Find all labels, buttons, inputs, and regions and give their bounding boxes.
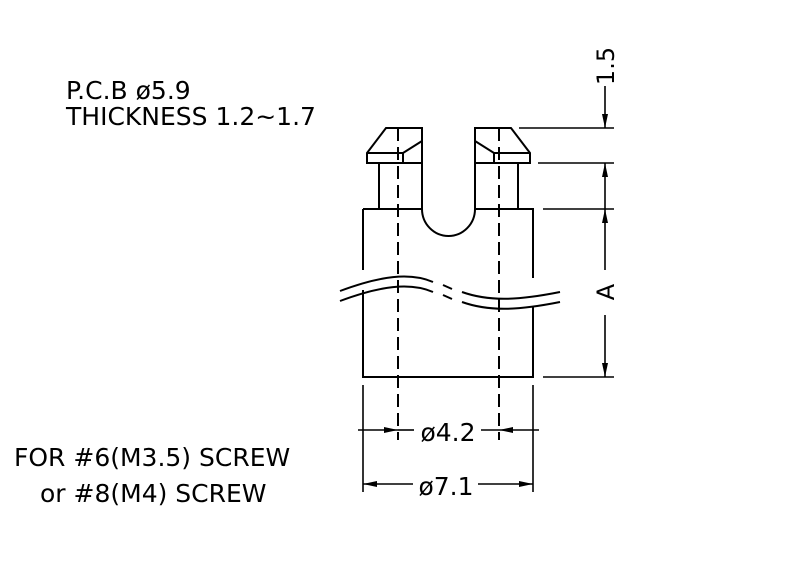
slot bbox=[421, 163, 476, 237]
pcb-note: P.C.B ø5.9 bbox=[66, 76, 191, 105]
neck bbox=[378, 163, 519, 209]
cap-height-label: 1.5 bbox=[592, 47, 620, 85]
left-latch-cap bbox=[366, 127, 423, 164]
screw-note-2: or #8(M4) SCREW bbox=[40, 479, 267, 508]
inner-diameter-label: ø4.2 bbox=[420, 418, 475, 447]
length-label: A bbox=[592, 283, 620, 300]
vertical-dimension: 1.5 A bbox=[592, 47, 620, 377]
screw-note-1: FOR #6(M3.5) SCREW bbox=[14, 443, 290, 472]
body bbox=[362, 208, 534, 378]
thickness-note: THICKNESS 1.2~1.7 bbox=[65, 102, 316, 131]
extension-lines bbox=[362, 127, 614, 492]
standoff-part bbox=[339, 127, 561, 440]
break-line bbox=[339, 275, 453, 292]
right-latch-cap bbox=[474, 127, 531, 164]
outer-diameter-label: ø7.1 bbox=[418, 472, 473, 501]
diameter-dimensions: ø4.2 ø7.1 bbox=[358, 418, 539, 501]
